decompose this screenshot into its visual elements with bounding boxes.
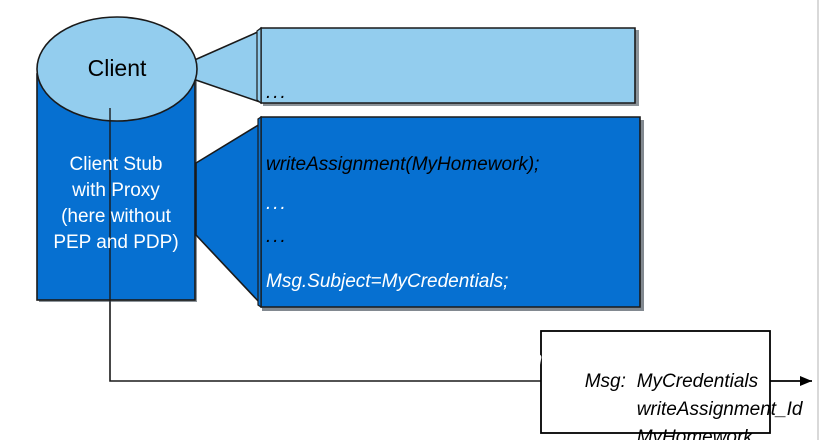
connector-message-to-network (770, 376, 812, 386)
message-box-shape[interactable] (540, 330, 771, 434)
client-ellipse-shape[interactable] (36, 16, 198, 122)
callout-bottom-shape[interactable] (195, 115, 644, 311)
callout-bottom-tail (195, 123, 261, 304)
callout-top-tail (189, 30, 261, 103)
callout-top-shape[interactable] (189, 26, 639, 106)
